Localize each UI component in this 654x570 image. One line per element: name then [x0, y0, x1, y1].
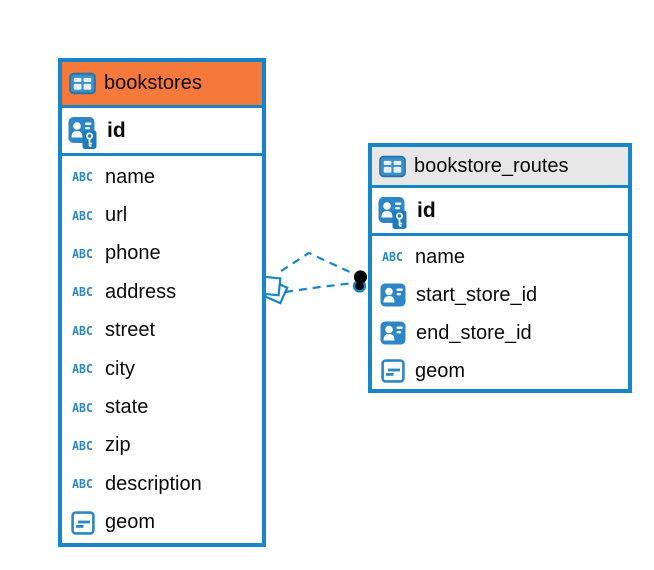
geometry-icon [70, 511, 95, 535]
text-icon: ABC [72, 169, 93, 185]
table-bookstore-routes[interactable]: bookstore_routes id ABC name start_store… [368, 143, 632, 393]
column-list: ABC name ABC url ABC phone ABC address A… [62, 156, 262, 545]
column-row[interactable]: ABC street [62, 312, 262, 350]
table-icon [69, 72, 96, 95]
table-bookstores[interactable]: bookstores id ABC name ABC url ABC phone… [58, 58, 266, 547]
column-row[interactable]: geom [62, 504, 262, 542]
column-name: street [105, 319, 156, 342]
text-icon: ABC [72, 361, 93, 377]
column-name: name [415, 245, 466, 268]
text-icon: ABC [72, 438, 93, 454]
column-name: id [107, 118, 126, 142]
foreign-key-icon [380, 321, 406, 345]
column-row[interactable]: id [62, 108, 262, 156]
column-name: start_store_id [416, 283, 538, 306]
table-icon [379, 155, 406, 178]
column-name: end_store_id [416, 321, 532, 344]
text-icon: ABC [72, 208, 93, 223]
column-name: url [105, 204, 128, 227]
table-header[interactable]: bookstores [62, 62, 262, 108]
column-row[interactable]: geom [372, 352, 628, 390]
column-name: geom [105, 511, 156, 534]
column-row[interactable]: ABC url [62, 196, 262, 234]
column-name: geom [415, 359, 466, 382]
column-name: id [417, 198, 436, 222]
text-icon: ABC [72, 400, 93, 415]
column-row[interactable]: start_store_id [372, 276, 628, 314]
column-row[interactable]: ABC state [62, 388, 262, 426]
column-name: city [105, 357, 135, 380]
text-icon: ABC [72, 476, 93, 492]
foreign-key-icon [380, 283, 406, 307]
column-row[interactable]: ABC city [62, 350, 262, 388]
column-name: description [105, 472, 202, 495]
table-header[interactable]: bookstore_routes [372, 147, 628, 188]
geometry-icon [380, 359, 405, 383]
primary-key-icon [378, 196, 408, 230]
text-icon: ABC [72, 285, 93, 300]
column-name: phone [105, 242, 161, 265]
column-name: address [105, 280, 177, 303]
table-name: bookstore_routes [414, 154, 569, 177]
relationship-diamond-markers [260, 275, 289, 305]
column-row[interactable]: ABC address [62, 273, 262, 311]
text-icon: ABC [382, 249, 403, 265]
column-name: name [105, 165, 156, 188]
column-row[interactable]: ABC name [372, 238, 628, 276]
column-row[interactable]: ABC description [62, 465, 262, 503]
column-row[interactable]: ABC name [62, 158, 262, 196]
column-row[interactable]: end_store_id [372, 314, 628, 352]
column-name: state [105, 396, 149, 419]
relationship-line-start-store[interactable] [280, 251, 355, 275]
relationship-line-end-store[interactable] [284, 281, 355, 294]
primary-key-icon [68, 116, 98, 150]
column-row[interactable]: ABC zip [62, 427, 262, 465]
relationship-dot-markers [352, 270, 368, 293]
column-row[interactable]: ABC phone [62, 235, 262, 273]
table-name: bookstores [104, 72, 202, 94]
text-icon: ABC [72, 323, 93, 339]
text-icon: ABC [72, 246, 93, 262]
column-name: zip [105, 434, 131, 457]
column-list: ABC name start_store_id end_store_id ge [372, 236, 628, 393]
column-row[interactable]: id [372, 188, 628, 236]
